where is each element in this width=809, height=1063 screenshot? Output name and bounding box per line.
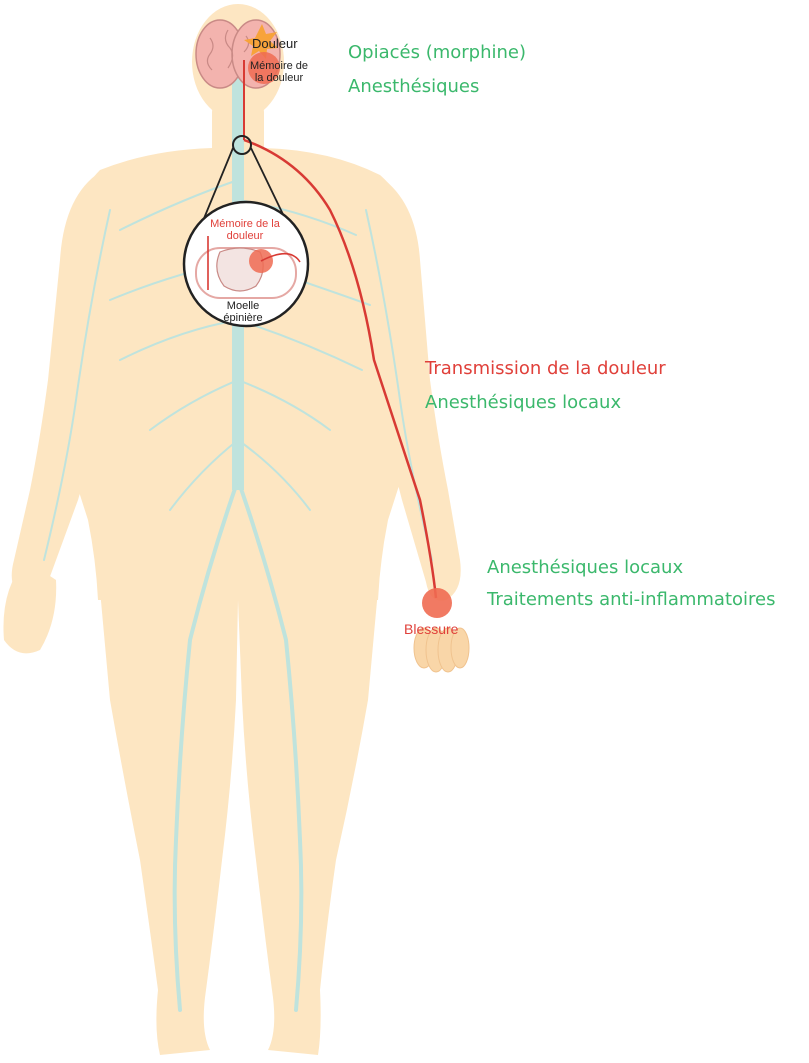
injury-marker: [422, 588, 452, 618]
brain-pain-label: Douleur: [252, 38, 298, 50]
brain-pain-memory-label: Mémoire de la douleur: [249, 60, 309, 84]
injury-treatment-1: Anesthésiques locaux: [487, 555, 683, 581]
brain-treatment-2: Anesthésiques: [348, 74, 479, 100]
transmission-title: Transmission de la douleur: [425, 356, 666, 382]
injury-label: Blessure: [404, 623, 458, 635]
brain-treatment-1: Opiacés (morphine): [348, 40, 526, 66]
spinal-cord-label: Moelle épinière: [218, 300, 268, 324]
transmission-treatment: Anesthésiques locaux: [425, 390, 621, 416]
spinal-memory-label: Mémoire de la douleur: [205, 218, 285, 242]
injury-treatment-2: Traitements anti-inflammatoires: [487, 587, 775, 613]
